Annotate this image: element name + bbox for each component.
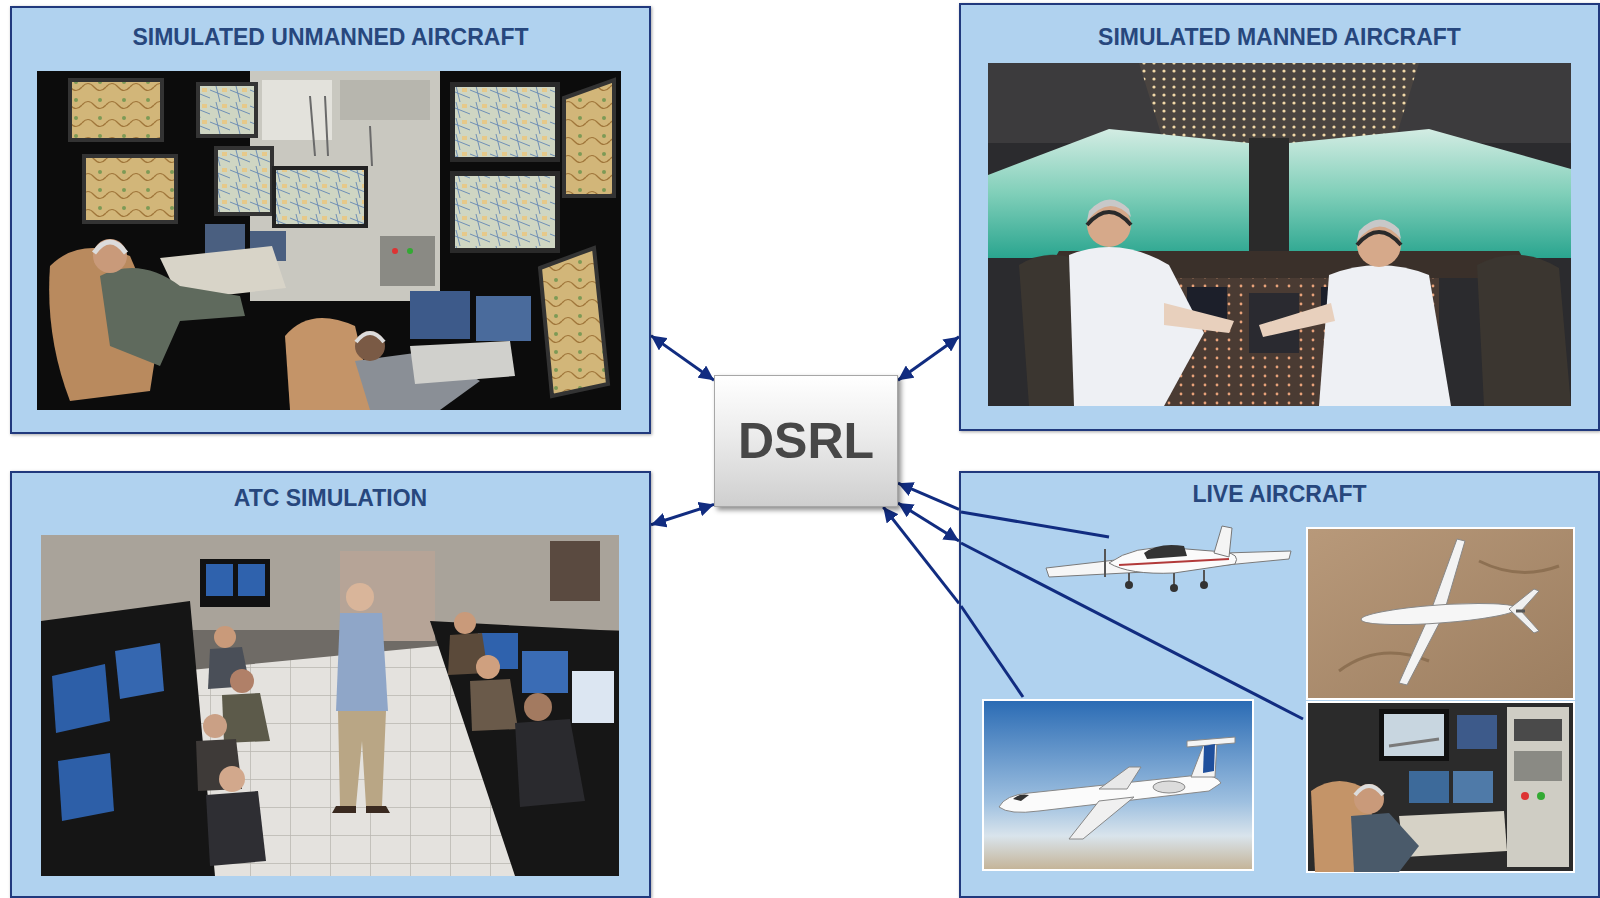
panel-title: LIVE AIRCRAFT xyxy=(1192,481,1366,507)
photo xyxy=(988,63,1571,406)
connector-arrow xyxy=(651,504,714,524)
jet-photo xyxy=(983,700,1253,870)
hub-box: DSRL xyxy=(714,375,898,507)
atc-room-photo xyxy=(10,471,651,898)
panel-title: SIMULATED UNMANNED AIRCRAFT xyxy=(132,24,528,50)
cockpit-simulator-photo xyxy=(959,3,1600,431)
panel-box: SIMULATED UNMANNED AIRCRAFT xyxy=(10,6,651,434)
connector-arrow xyxy=(898,483,959,509)
connector-arrow xyxy=(898,503,959,541)
panel-box: LIVE AIRCRAFT xyxy=(959,471,1600,898)
connector-arrow xyxy=(651,336,714,381)
drone-photo xyxy=(1307,528,1574,699)
panel-box: ATC SIMULATION xyxy=(10,471,651,898)
lead-lines xyxy=(961,512,1303,719)
connector-arrow xyxy=(898,337,959,381)
panel-title: ATC SIMULATION xyxy=(234,485,427,511)
ground-station-photo xyxy=(1307,702,1574,872)
panel-title: SIMULATED MANNED AIRCRAFT xyxy=(1098,24,1461,50)
live-aircraft-photos xyxy=(959,471,1600,898)
panel-box: SIMULATED MANNED AIRCRAFT xyxy=(959,3,1600,431)
photo xyxy=(41,535,619,876)
uav-control-photo xyxy=(10,6,651,434)
photo xyxy=(37,71,621,410)
light-aircraft xyxy=(1046,526,1291,592)
hub-label: DSRL xyxy=(738,414,874,469)
connector-arrow xyxy=(883,507,959,603)
